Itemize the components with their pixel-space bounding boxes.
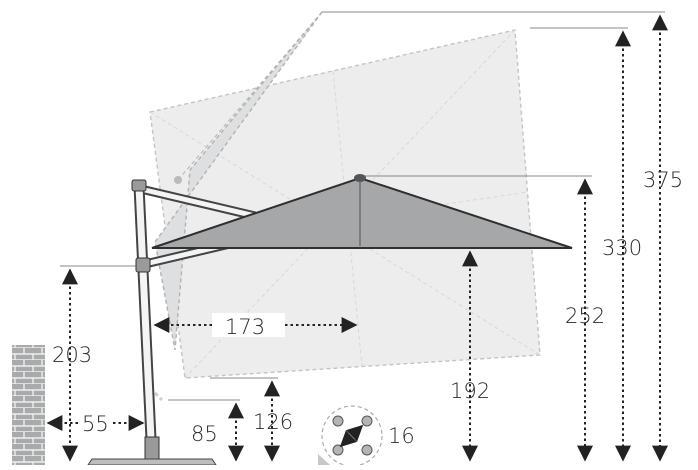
- dim-55-label: 55: [82, 412, 109, 436]
- dimension-arrows: [46, 14, 668, 462]
- label-173-bg: [212, 313, 285, 337]
- dim-375-label: 375: [643, 168, 683, 192]
- dim-330-label: 330: [602, 236, 642, 260]
- dim-16-label: 16: [388, 424, 415, 448]
- extension-lines: [60, 11, 665, 401]
- pole-joint-middle: [135, 257, 151, 273]
- dim-173-label: 173: [225, 315, 265, 339]
- dim-252-label: 252: [565, 304, 605, 328]
- dim-192-label: 192: [450, 379, 490, 403]
- dim-16-arrow: [339, 424, 364, 448]
- brick-wall: [12, 345, 45, 465]
- base-plate-detail: [318, 405, 383, 467]
- pole-joint-top: [131, 179, 147, 192]
- dim-203-label: 203: [52, 343, 92, 367]
- ghost-canopy-side: [154, 11, 323, 351]
- umbrella-base: [87, 458, 217, 466]
- dim-85-label: 85: [191, 422, 218, 446]
- dim-126-label: 126: [253, 410, 293, 434]
- umbrella-pole: [133, 185, 158, 461]
- pole-foot: [144, 436, 160, 460]
- canopy: [151, 174, 573, 249]
- canopy-top-cap: [354, 174, 366, 182]
